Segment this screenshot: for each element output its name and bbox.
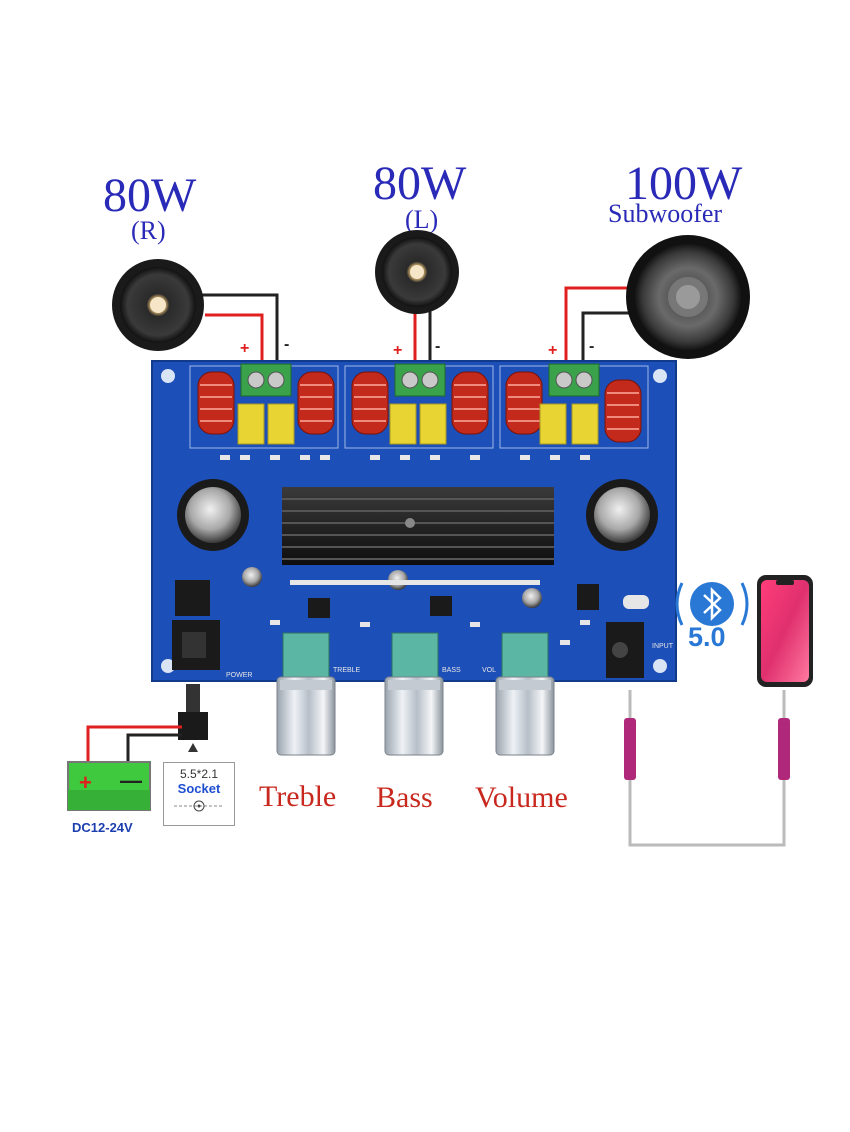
socket-spec-box: 5.5*2.1 Socket [163, 762, 235, 826]
bluetooth-version: 5.0 [688, 622, 726, 652]
speaker-r-icon [112, 259, 204, 351]
speaker-terminals [240, 363, 600, 397]
phone-icon [757, 575, 813, 687]
speaker-l-power: 80W [373, 157, 467, 210]
dc-plug [178, 684, 208, 752]
bass-label: Bass [376, 781, 433, 814]
power-wires [86, 725, 182, 770]
inductors [197, 371, 642, 443]
polarity-minus-r: - [284, 336, 290, 353]
polarity-plus-r: + [240, 340, 250, 357]
battery-plus: + [79, 770, 92, 795]
socket-label: Socket [177, 781, 221, 796]
volume-knob[interactable] [495, 676, 555, 756]
pcb-bass-label: BASS [442, 667, 461, 674]
speaker-r-channel: (R) [131, 216, 166, 245]
subwoofer-icon [626, 235, 750, 359]
socket-polarity-icon [174, 800, 224, 812]
pcb-treble-label: TREBLE [333, 667, 361, 674]
pcb-vol-label: VOL [482, 667, 496, 674]
bluetooth-icon [675, 582, 749, 626]
subwoofer-label: Subwoofer [608, 199, 723, 228]
pcb-power-label: POWER [226, 672, 252, 679]
speaker-r-power: 80W [103, 169, 197, 222]
polarity-plus-sub: + [548, 342, 558, 359]
polarity-minus-sub: - [589, 338, 595, 355]
ic-chips [308, 584, 649, 618]
smd-components [220, 455, 590, 645]
polarity-minus-l: - [435, 338, 441, 355]
socket-size: 5.5*2.1 [179, 767, 219, 781]
potentiometers [282, 632, 549, 678]
treble-label: Treble [259, 780, 337, 813]
volume-label: Volume [475, 781, 568, 814]
electrolytic-capacitors [177, 479, 658, 608]
heat-sink [282, 487, 554, 565]
pcb-input-label: INPUT [652, 643, 674, 650]
bass-knob[interactable] [384, 676, 444, 756]
battery-icon [67, 761, 151, 811]
polarity-plus-l: + [393, 342, 403, 359]
treble-knob[interactable] [276, 676, 336, 756]
board-audio-jack [606, 622, 644, 678]
aux-cable [624, 690, 790, 847]
board-power-jack [172, 580, 220, 670]
speaker-l-icon [375, 230, 459, 314]
battery-voltage-label: DC12-24V [72, 820, 133, 835]
battery-minus: — [120, 768, 142, 793]
film-capacitors [237, 403, 599, 445]
subwoofer-power: 100W [625, 157, 743, 210]
speaker-l-channel: (L) [405, 205, 439, 234]
